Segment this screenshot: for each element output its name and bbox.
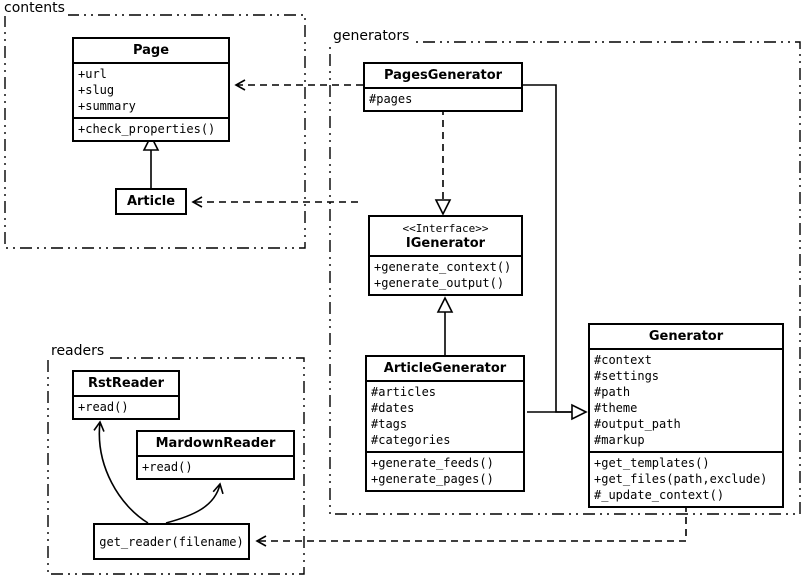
class-generator-methods: +get_templates() +get_files(path,exclude… <box>590 451 782 506</box>
edge-getreader-rstreader <box>93 420 149 524</box>
member: +url <box>78 67 107 81</box>
class-article: Article <box>115 188 187 215</box>
class-generator-attrs: #context #settings #path #theme #output_… <box>590 348 782 451</box>
stereotype-label: <<Interface>> <box>402 222 489 235</box>
class-articlegenerator-attrs: #articles #dates #tags #categories <box>367 380 523 451</box>
edge-articlegenerator-igenerator-triangle <box>436 296 454 313</box>
class-pagesgenerator-title: PagesGenerator <box>383 68 503 83</box>
edge-generator-triangle <box>571 403 588 421</box>
class-page: Page +url +slug +summary +check_properti… <box>72 37 230 142</box>
edge-article-page-triangle <box>142 134 160 151</box>
member: #tags <box>371 417 408 431</box>
function-get-reader: get_reader(filename) <box>93 523 250 560</box>
class-page-methods: +check_properties() <box>74 117 228 140</box>
class-rstreader-methods: +read() <box>74 395 178 418</box>
class-igenerator: <<Interface>> IGenerator +generate_conte… <box>368 215 523 296</box>
member: #categories <box>371 433 451 447</box>
edge-generator-getreader-dependency <box>255 505 687 547</box>
class-mardownreader-methods: +read() <box>138 455 293 478</box>
member: +slug <box>78 83 115 97</box>
member: #markup <box>594 433 645 447</box>
class-pagesgenerator-attrs: #pages <box>365 87 521 110</box>
class-igenerator-head: <<Interface>> IGenerator <box>370 217 521 255</box>
member: +read() <box>78 400 129 414</box>
package-label-readers: readers <box>48 344 108 359</box>
member: +read() <box>142 460 193 474</box>
function-get-reader-label: get_reader(filename) <box>99 534 244 549</box>
package-label-contents: contents <box>1 1 68 16</box>
member: #articles <box>371 385 437 399</box>
member: +generate_output() <box>374 276 505 290</box>
member: #path <box>594 385 631 399</box>
member: #pages <box>369 92 413 106</box>
member: +summary <box>78 99 136 113</box>
package-border-readers <box>47 357 305 575</box>
class-articlegenerator-methods: +generate_feeds() +generate_pages() <box>367 451 523 490</box>
class-generator: Generator #context #settings #path #them… <box>588 323 784 508</box>
member: #output_path <box>594 417 681 431</box>
class-generator-title: Generator <box>648 329 724 344</box>
member: #context <box>594 353 652 367</box>
member: #settings <box>594 369 660 383</box>
class-article-title: Article <box>126 194 176 209</box>
member: #dates <box>371 401 415 415</box>
member: +generate_feeds() <box>371 456 494 470</box>
member: +check_properties() <box>78 122 216 136</box>
class-rstreader: RstReader +read() <box>72 370 180 420</box>
class-rstreader-title: RstReader <box>87 376 165 391</box>
class-mardownreader: MardownReader +read() <box>136 430 295 480</box>
package-border-contents <box>4 14 306 249</box>
class-mardownreader-title: MardownReader <box>155 436 276 451</box>
class-igenerator-methods: +generate_context() +generate_output() <box>370 255 521 294</box>
member: +get_files(path,exclude) <box>594 472 768 486</box>
class-page-title: Page <box>132 43 170 58</box>
package-label-generators: generators <box>330 29 413 44</box>
edge-pagesgenerator-generator-line <box>523 84 572 413</box>
member: +get_templates() <box>594 456 710 470</box>
package-border-generators <box>329 41 801 515</box>
member: #_update_context() <box>594 488 725 502</box>
class-pagesgenerator: PagesGenerator #pages <box>363 62 523 112</box>
member: +generate_pages() <box>371 472 494 486</box>
class-articlegenerator-title: ArticleGenerator <box>383 361 507 376</box>
member: #theme <box>594 401 638 415</box>
edge-getreader-mardownreader <box>165 482 224 524</box>
edge-pagesgenerator-igenerator-triangle <box>434 199 452 216</box>
class-articlegenerator: ArticleGenerator #articles #dates #tags … <box>365 355 525 492</box>
member: +generate_context() <box>374 260 512 274</box>
class-page-attrs: +url +slug +summary <box>74 62 228 117</box>
class-igenerator-title: IGenerator <box>405 236 486 251</box>
